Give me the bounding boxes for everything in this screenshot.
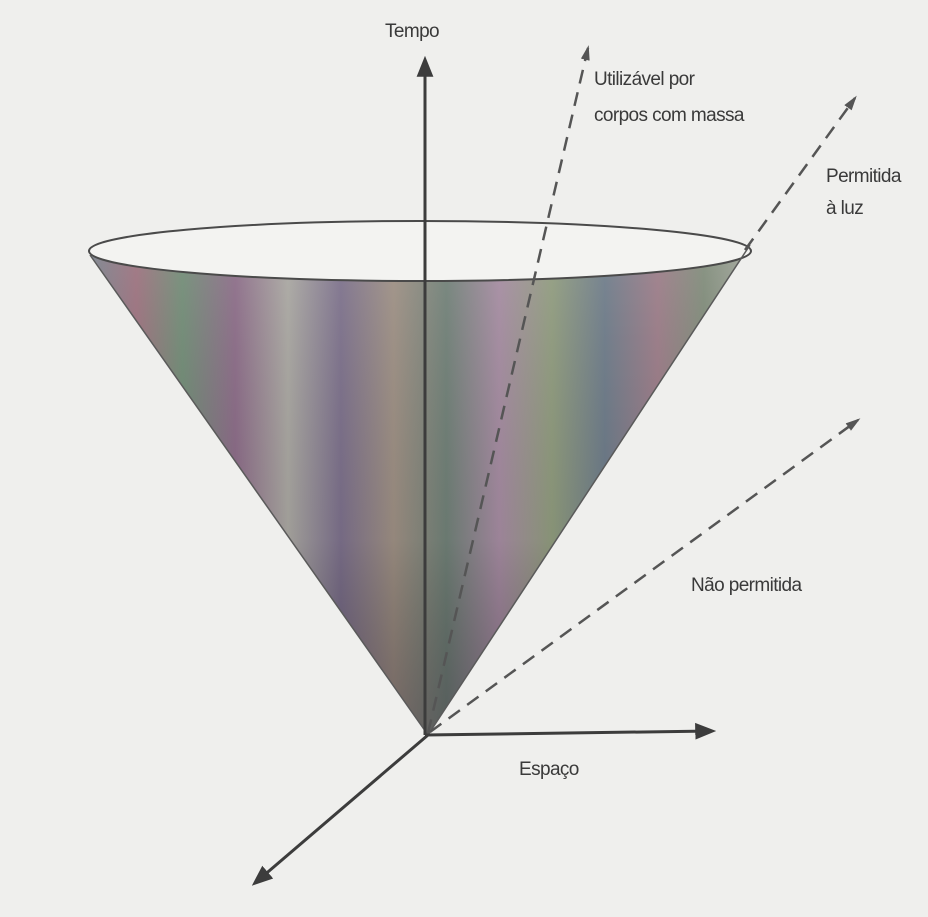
massive-body-label-line2: corpos com massa — [594, 105, 745, 126]
cone-edge-right — [427, 244, 751, 736]
time-axis-label: Tempo — [385, 21, 439, 42]
massive-body-worldline — [426, 45, 590, 734]
light-label-line2: à luz — [826, 198, 863, 219]
massive-body-label-line1: Utilizável por — [594, 69, 696, 90]
depth-axis — [251, 733, 429, 886]
space-axis-label: Espaço — [519, 759, 579, 780]
not-allowed-label: Não permitida — [691, 575, 803, 596]
light-cone — [88, 220, 752, 736]
space-axis — [424, 722, 717, 740]
cone-edge-left — [89, 254, 429, 736]
cone-rim — [88, 220, 752, 282]
cone-shading — [90, 245, 750, 735]
light-worldline — [743, 95, 857, 251]
light-label-line1: Permitida — [826, 166, 902, 187]
forbidden-worldline — [429, 418, 861, 734]
